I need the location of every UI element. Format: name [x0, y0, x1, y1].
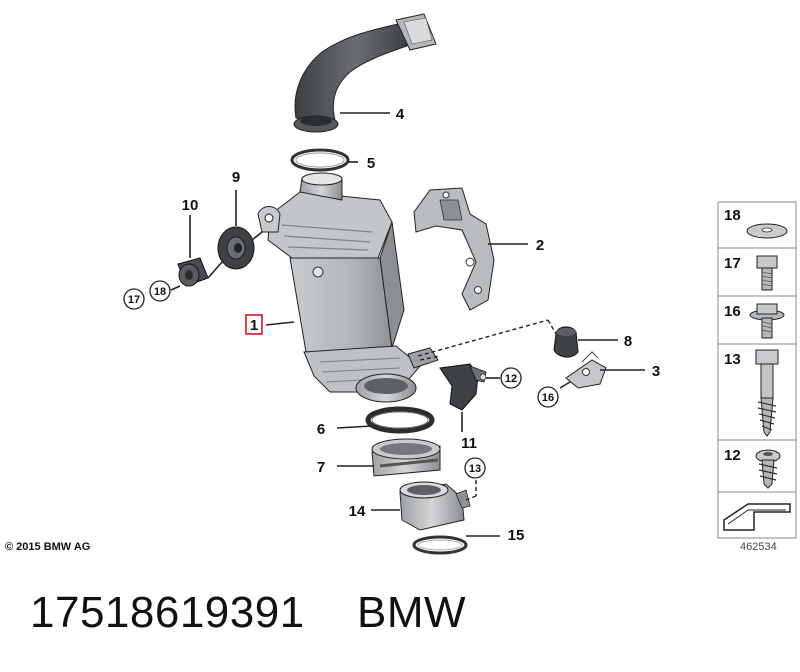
- callout-5[interactable]: 5: [367, 155, 375, 172]
- callout-18[interactable]: 18: [149, 280, 171, 302]
- callout-9[interactable]: 9: [232, 169, 240, 186]
- grommet: [177, 257, 209, 287]
- legend-item-13[interactable]: 13: [724, 349, 779, 437]
- callout-3[interactable]: 3: [652, 363, 660, 380]
- legend-item-16[interactable]: 16: [724, 303, 785, 339]
- callout-1-label: 1: [250, 317, 258, 334]
- legend-item-17[interactable]: 17: [724, 255, 778, 291]
- callout-16-label: 16: [542, 392, 554, 404]
- collar-bolt-icon: [749, 303, 785, 339]
- intercooler: [257, 172, 439, 403]
- leader-lines: [170, 112, 645, 537]
- bracket: [413, 187, 495, 311]
- callout-8[interactable]: 8: [624, 333, 632, 350]
- callout-4[interactable]: 4: [396, 106, 405, 123]
- callout-12-label: 12: [505, 373, 517, 385]
- callout-13[interactable]: 13: [464, 457, 486, 479]
- legend-item-18-label: 18: [724, 207, 741, 224]
- callout-15[interactable]: 15: [508, 527, 525, 544]
- rubber-mount: [217, 226, 255, 270]
- wood-screw-icon: [755, 349, 779, 437]
- outlet-pipe: [399, 481, 471, 531]
- seal-ring: [365, 406, 435, 434]
- rubber-damper: [553, 326, 579, 358]
- pressure-sensor: [439, 363, 487, 411]
- callout-6[interactable]: 6: [317, 421, 325, 438]
- callout-10[interactable]: 10: [182, 197, 199, 214]
- callout-17-label: 17: [128, 294, 140, 306]
- charge-air-hose: [293, 13, 437, 133]
- copyright-notice: © 2015 BMW AG: [5, 541, 91, 553]
- hex-bolt-short-icon: [756, 255, 778, 291]
- legend-item-12-label: 12: [724, 447, 741, 464]
- arrow-icon: [723, 503, 791, 531]
- part-number: 17518619391: [30, 588, 305, 637]
- hose-clamp-lower: [412, 535, 468, 555]
- callout-11[interactable]: 11: [461, 435, 477, 452]
- legend-item-17-label: 17: [724, 255, 741, 272]
- self-tapping-screw-icon: [755, 449, 781, 489]
- callout-17[interactable]: 17: [123, 288, 145, 310]
- holder: [565, 351, 607, 389]
- fastener-legend: 18 17 16 13: [717, 201, 797, 539]
- callout-7[interactable]: 7: [317, 459, 325, 476]
- diagram-number: 462534: [740, 541, 777, 553]
- callout-1[interactable]: 1: [245, 314, 263, 335]
- callout-2[interactable]: 2: [536, 237, 544, 254]
- washer-icon: [746, 223, 788, 239]
- callout-13-label: 13: [469, 463, 481, 475]
- legend-item-13-label: 13: [724, 351, 741, 368]
- brand-name: BMW: [357, 588, 467, 637]
- callout-12[interactable]: 12: [500, 367, 522, 389]
- callout-16[interactable]: 16: [537, 386, 559, 408]
- legend-item-12[interactable]: 12: [724, 447, 781, 489]
- adapter-sleeve: [371, 438, 441, 477]
- legend-item-16-label: 16: [724, 303, 741, 320]
- hose-clamp-upper: [290, 148, 350, 172]
- callout-14[interactable]: 14: [349, 503, 366, 520]
- callout-18-label: 18: [154, 286, 166, 298]
- legend-item-18[interactable]: 18: [724, 207, 788, 239]
